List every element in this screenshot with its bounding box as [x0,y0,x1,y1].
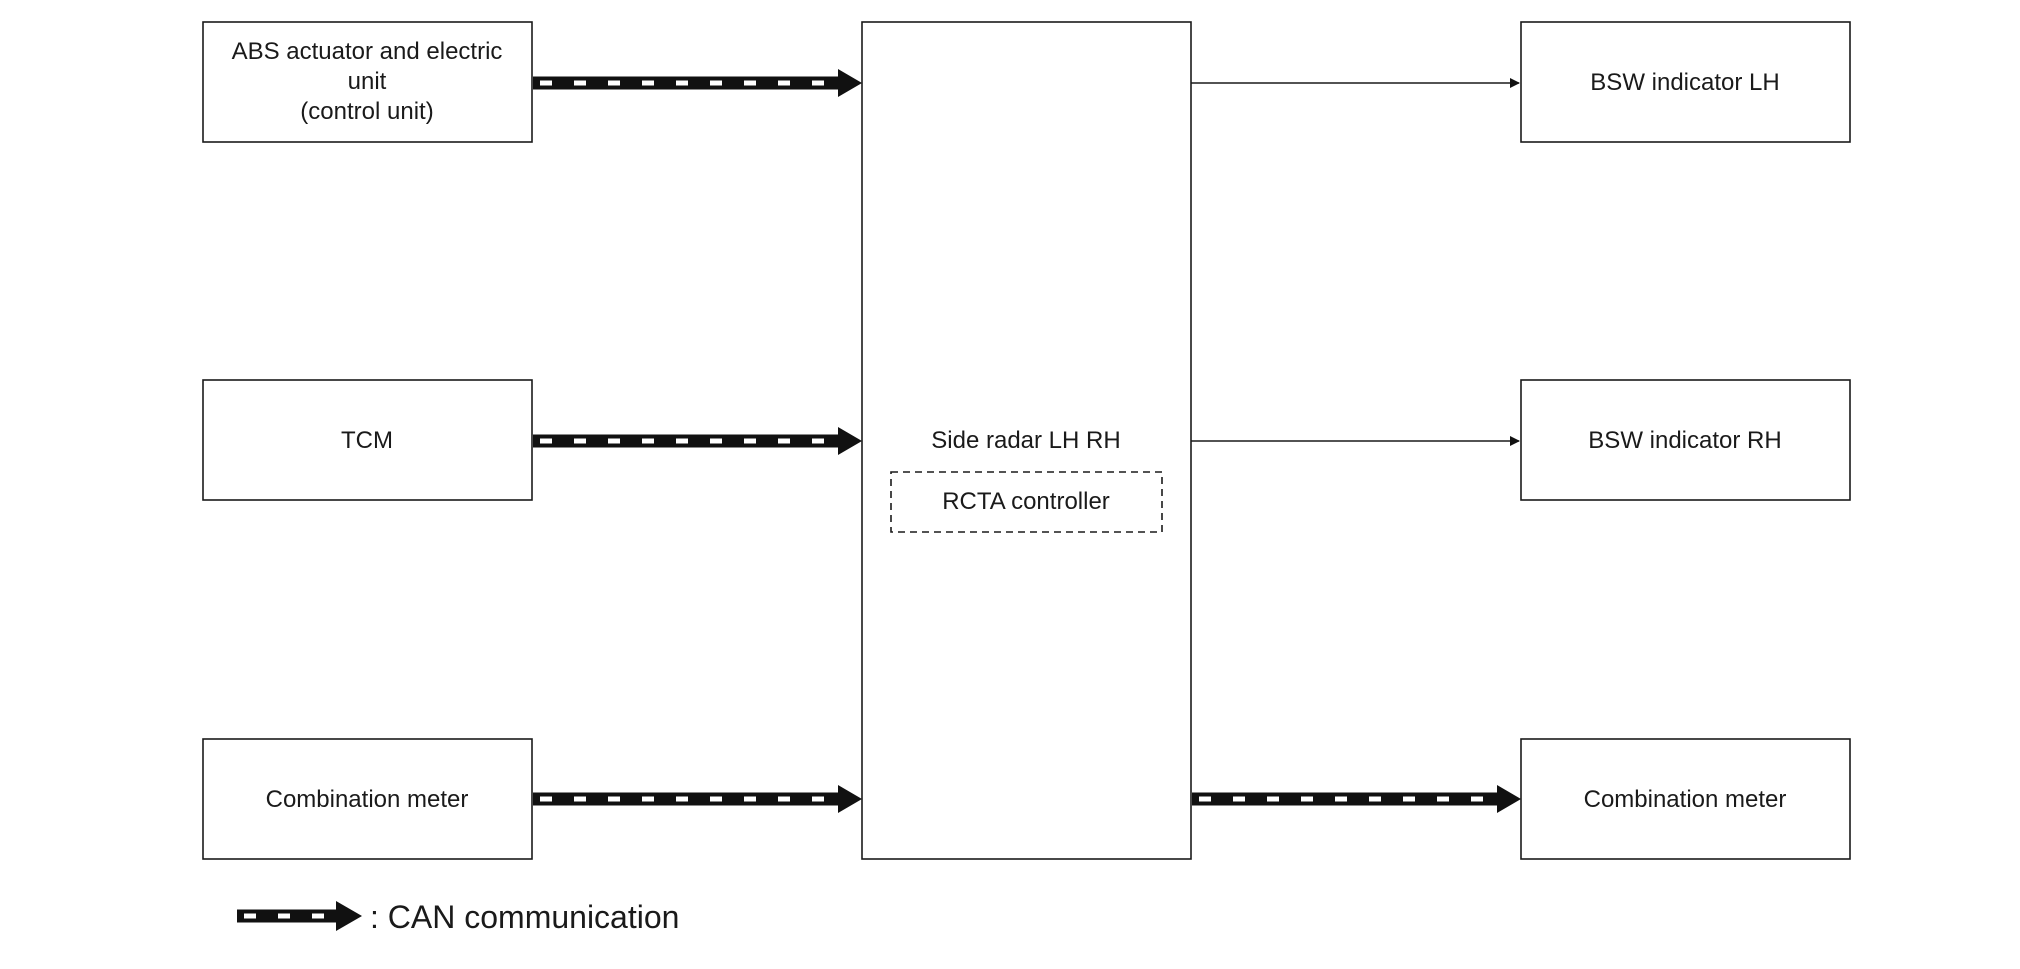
bsw-indicator-rh-label: BSW indicator RH [1588,427,1781,454]
bsw-indicator-rh-node: BSW indicator RH [1520,379,1851,501]
combination-meter-right-node: Combination meter [1520,738,1851,860]
tcm-label: TCM [341,427,393,454]
abs-label-line3: (control unit) [300,98,433,125]
rcta-controller-box [890,471,1163,533]
can-arrow-abs-to-radar [533,69,862,97]
abs-label-line1: ABS actuator and electric [232,38,503,65]
abs-label-line2: unit [348,68,387,95]
side-radar-node: Side radar LH RH RCTA controller [861,21,1192,860]
can-arrow-combo-to-radar [533,785,862,813]
abs-actuator-node: ABS actuator and electric unit (control … [202,21,533,143]
combination-meter-left-node: Combination meter [202,738,533,860]
bsw-indicator-lh-node: BSW indicator LH [1520,21,1851,143]
combination-meter-right-label: Combination meter [1584,786,1787,813]
combination-meter-left-label: Combination meter [266,786,469,813]
tcm-node: TCM [202,379,533,501]
can-arrow-radar-to-combo [1192,785,1521,813]
legend: : CAN communication [237,899,679,935]
bsw-indicator-lh-label: BSW indicator LH [1590,69,1779,96]
can-arrow-tcm-to-radar [533,427,862,455]
legend-label: : CAN communication [370,899,679,935]
legend-can-arrow-symbol [237,901,362,931]
side-radar-label: Side radar LH RH [931,427,1120,454]
rcta-controller-label: RCTA controller [942,488,1110,515]
